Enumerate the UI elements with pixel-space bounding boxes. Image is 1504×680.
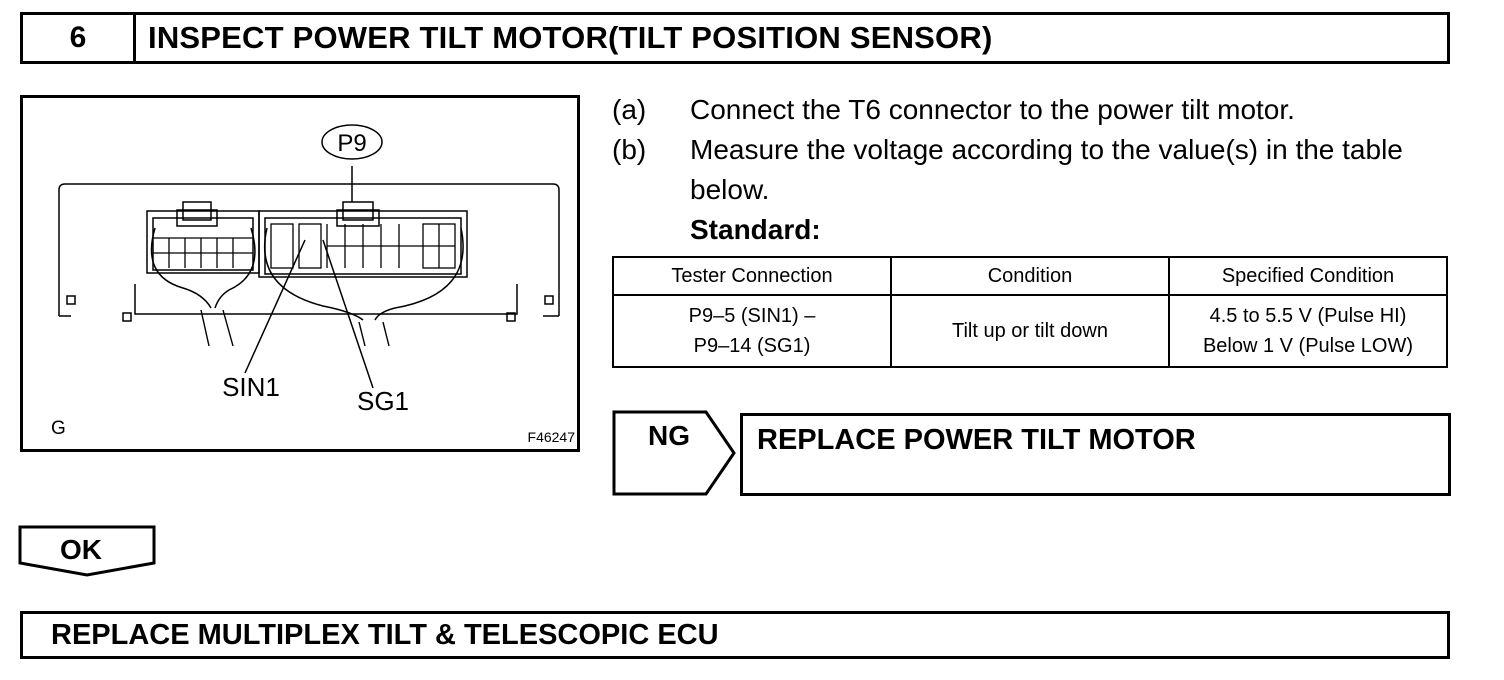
- ok-label: OK: [60, 534, 102, 565]
- ng-action-box: REPLACE POWER TILT MOTOR: [740, 413, 1451, 496]
- instruction-a-text: Connect the T6 connector to the power ti…: [690, 94, 1295, 125]
- step-title: INSPECT POWER TILT MOTOR(TILT POSITION S…: [148, 20, 993, 55]
- ng-label: NG: [648, 420, 690, 451]
- instruction-b-text: Measure the voltage according to the val…: [690, 134, 1403, 205]
- standard-label: Standard:: [690, 214, 821, 245]
- ok-action-text: REPLACE MULTIPLEX TILT & TELESCOPIC ECU: [51, 618, 719, 651]
- connection-line-2: P9–14 (SG1): [693, 335, 811, 357]
- cell-specified-condition: 4.5 to 5.5 V (Pulse HI) Below 1 V (Pulse…: [1168, 294, 1448, 368]
- specified-line-1: 4.5 to 5.5 V (Pulse HI): [1209, 305, 1407, 327]
- step-header: 6 INSPECT POWER TILT MOTOR(TILT POSITION…: [20, 12, 1450, 64]
- connector-illustration: P9 SIN1 SG1 G F46247: [51, 124, 576, 445]
- pin-label-sg1: SG1: [357, 386, 409, 416]
- ok-arrow-icon: [18, 525, 156, 577]
- pin-label-sin1: SIN1: [222, 372, 280, 402]
- figure-id: F46247: [528, 429, 576, 445]
- connector-figure: P9 SIN1 SG1 G F46247: [20, 95, 580, 452]
- connector-label-p9: P9: [337, 130, 366, 157]
- ng-arrow-icon: [612, 410, 736, 496]
- view-mark: G: [51, 418, 66, 439]
- ng-action-text: REPLACE POWER TILT MOTOR: [757, 424, 1196, 456]
- specified-line-2: Below 1 V (Pulse LOW): [1202, 335, 1414, 357]
- table-row: P9–5 (SIN1) – P9–14 (SG1) Tilt up or til…: [612, 294, 1448, 368]
- connection-line-1: P9–5 (SIN1) –: [688, 305, 816, 327]
- cell-condition: Tilt up or tilt down: [890, 294, 1170, 368]
- table-header-row: Tester Connection Condition Specified Co…: [612, 256, 1448, 296]
- spec-table: Tester Connection Condition Specified Co…: [612, 256, 1448, 368]
- instruction-a-letter: (a): [612, 94, 647, 125]
- header-specified-condition: Specified Condition: [1168, 256, 1448, 296]
- ok-action-box: REPLACE MULTIPLEX TILT & TELESCOPIC ECU: [20, 611, 1450, 659]
- instruction-b-letter: (b): [612, 134, 647, 165]
- cell-tester-connection: P9–5 (SIN1) – P9–14 (SG1): [612, 294, 892, 368]
- header-tester-connection: Tester Connection: [612, 256, 892, 296]
- header-condition: Condition: [890, 256, 1170, 296]
- step-number: 6: [23, 15, 136, 61]
